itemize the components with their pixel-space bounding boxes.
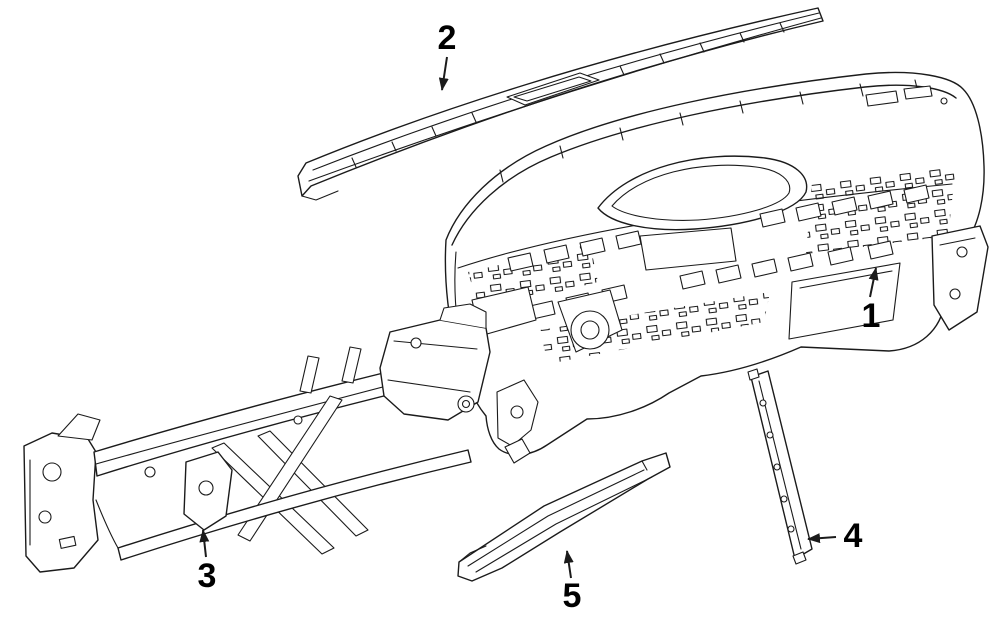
- callout-label-2: 2: [437, 19, 457, 57]
- callout-arrows: [199, 56, 879, 579]
- upper-trim-panel: [297, 7, 824, 201]
- callout-arrow-2: [438, 56, 449, 91]
- callout-label-4: 4: [843, 517, 863, 555]
- carrier-support-beam: [23, 303, 491, 573]
- lower-trim-panel: [457, 452, 671, 582]
- callout-label-5: 5: [562, 577, 582, 615]
- callout-label-1: 1: [861, 297, 881, 335]
- side-support-bracket: [747, 368, 813, 565]
- instrument-panel-assembly: [444, 71, 989, 464]
- callout-arrow-4: [807, 533, 837, 544]
- callout-label-3: 3: [197, 557, 217, 595]
- callout-arrow-1: [868, 267, 879, 298]
- callout-arrow-5: [563, 550, 574, 579]
- callout-arrow-3: [199, 529, 210, 558]
